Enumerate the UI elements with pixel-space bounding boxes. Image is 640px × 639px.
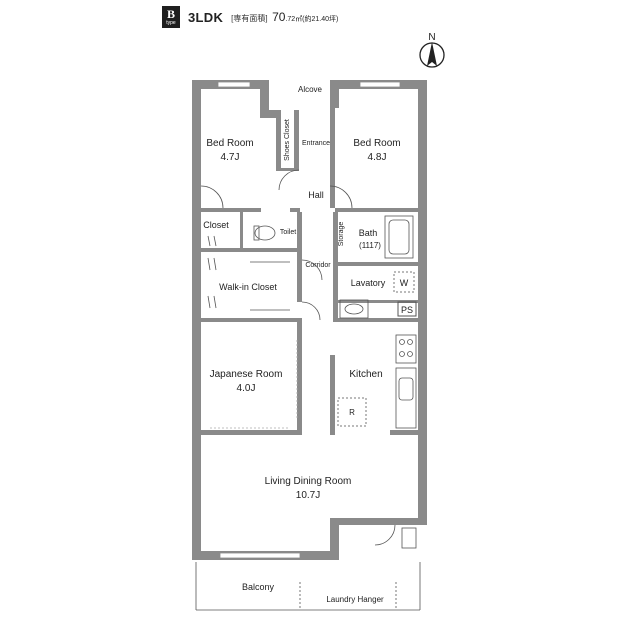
living-label: Living Dining Room bbox=[265, 476, 352, 487]
refrigerator-label: R bbox=[349, 408, 355, 417]
bath-size: (1117) bbox=[359, 241, 381, 250]
compass-label: N bbox=[428, 32, 435, 43]
laundry-hanger-label: Laundry Hanger bbox=[326, 595, 384, 604]
ps-box bbox=[397, 301, 417, 317]
stove-icon bbox=[395, 334, 417, 364]
toilet-icon bbox=[253, 225, 276, 241]
ps-label: PS bbox=[401, 305, 413, 315]
area-unit: .72㎡ bbox=[285, 16, 303, 23]
corridor-label: Corridor bbox=[305, 262, 331, 269]
interior-walls bbox=[201, 108, 427, 435]
bath-label: Bath bbox=[359, 228, 378, 238]
plan-type: 3LDK bbox=[188, 9, 224, 25]
area-label: [専有面積] bbox=[231, 14, 268, 23]
japanese-room-label: Japanese Room bbox=[210, 369, 283, 380]
sliding-doors bbox=[207, 235, 298, 429]
living-size: 10.7J bbox=[296, 490, 320, 501]
lavatory-label: Lavatory bbox=[351, 278, 386, 288]
washbasin-icon bbox=[339, 299, 369, 319]
bedroom-right-size: 4.8J bbox=[368, 152, 387, 163]
plan-header: B type 3LDK [専有面積] 70.72㎡(約21.40坪) bbox=[162, 6, 338, 28]
kitchen-label: Kitchen bbox=[349, 369, 382, 380]
type-letter: B bbox=[166, 7, 175, 21]
walkin-closet-label: Walk-in Closet bbox=[219, 282, 277, 292]
type-sub: type bbox=[166, 20, 176, 26]
storage-label: Storage bbox=[338, 222, 345, 247]
balcony-outline bbox=[195, 527, 421, 611]
kitchen-counter bbox=[395, 367, 417, 429]
closet-label: Closet bbox=[203, 220, 229, 230]
compass-icon: N bbox=[419, 32, 445, 68]
entrance-label: Entrance bbox=[302, 140, 330, 147]
balcony-label: Balcony bbox=[242, 582, 275, 592]
bedroom-right-label: Bed Room bbox=[353, 138, 400, 149]
area-tsubo: (約21.40坪) bbox=[302, 16, 339, 23]
shoes-closet-label: Shoes Closet bbox=[284, 119, 291, 161]
bedroom-left-size: 4.7J bbox=[221, 152, 240, 163]
windows bbox=[217, 81, 401, 559]
japanese-room-size: 4.0J bbox=[237, 383, 256, 394]
area-value: 70 bbox=[272, 10, 286, 24]
bathtub-icon bbox=[384, 215, 414, 259]
bedroom-left-label: Bed Room bbox=[206, 138, 253, 149]
type-badge: B type bbox=[162, 6, 180, 28]
refrigerator-space bbox=[337, 397, 367, 427]
hall-label: Hall bbox=[308, 190, 324, 200]
washer-space bbox=[393, 271, 415, 293]
toilet-label: Toilet bbox=[280, 229, 296, 236]
alcove-label: Alcove bbox=[298, 85, 323, 94]
door-swings bbox=[200, 169, 396, 546]
washer-label: W bbox=[400, 278, 409, 288]
